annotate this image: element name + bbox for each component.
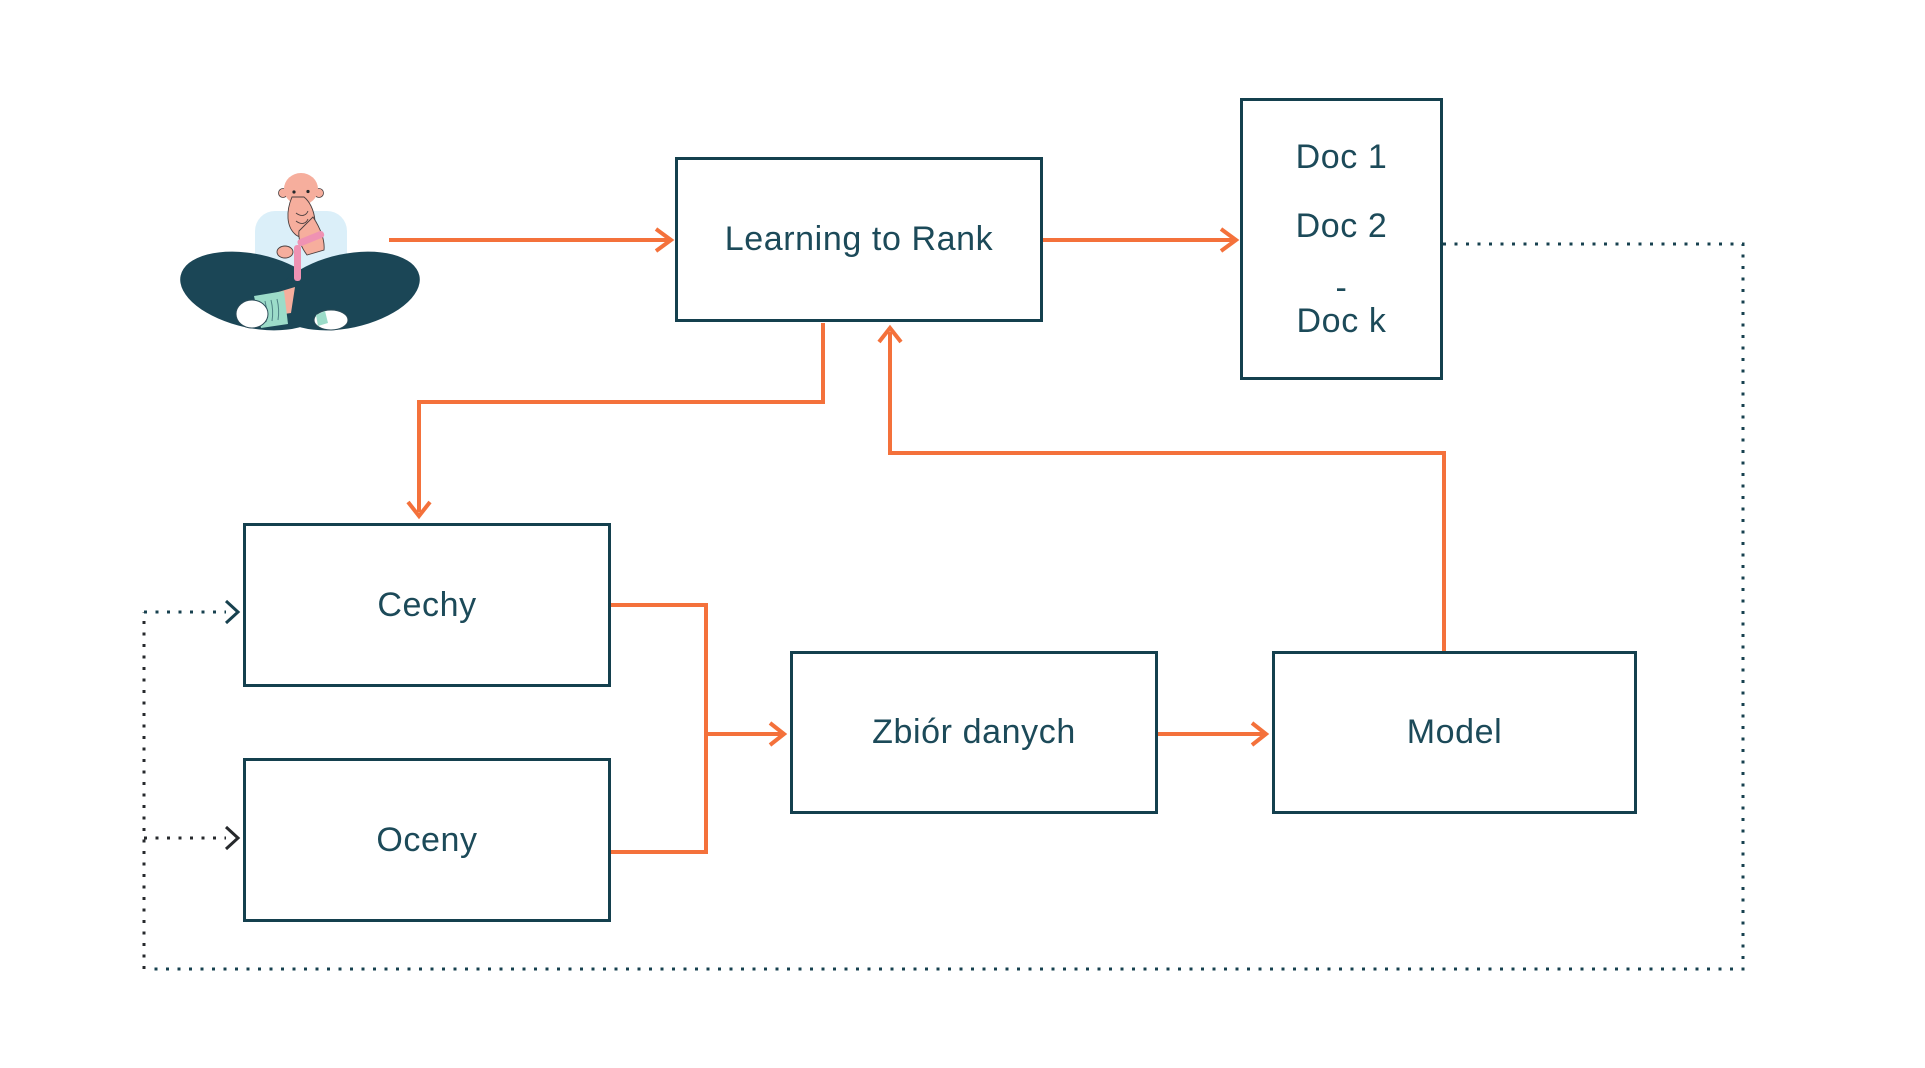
arrow-learning-to-rank-to-cechy xyxy=(406,323,825,520)
doc-line-1: Doc 1 xyxy=(1295,138,1388,176)
dotted-loop-docs-feedback xyxy=(147,242,1745,971)
node-model-label: Model xyxy=(1406,713,1503,751)
node-cechy: Cechy xyxy=(243,523,611,687)
node-docs: Doc 1 Doc 2 - Doc k xyxy=(1240,98,1443,380)
node-oceny-label: Oceny xyxy=(376,820,478,859)
node-learning-to-rank-label: Learning to Rank xyxy=(724,220,994,258)
node-learning-to-rank: Learning to Rank xyxy=(675,157,1043,322)
node-model: Model xyxy=(1272,651,1637,814)
doc-line-k: Doc k xyxy=(1296,302,1387,340)
node-cechy-label: Cechy xyxy=(377,585,477,624)
dotted-arrow-into-oceny xyxy=(144,825,241,851)
arrow-person-to-learning-to-rank xyxy=(389,227,675,253)
node-zbior-danych: Zbiór danych xyxy=(790,651,1158,814)
node-zbior-danych-label: Zbiór danych xyxy=(872,713,1076,751)
node-oceny: Oceny xyxy=(243,758,611,922)
arrow-learning-to-rank-to-docs xyxy=(1043,227,1240,253)
arrow-model-to-learning-to-rank xyxy=(877,324,1446,651)
doc-line-ellipsis: - xyxy=(1335,269,1348,307)
arrow-zbior-danych-to-model xyxy=(1158,721,1270,747)
merge-cechy-oceny-to-zbior-danych xyxy=(611,603,788,854)
thinking-person-illustration xyxy=(180,173,420,331)
doc-line-2: Doc 2 xyxy=(1295,207,1388,245)
dotted-arrow-into-cechy xyxy=(144,599,241,625)
